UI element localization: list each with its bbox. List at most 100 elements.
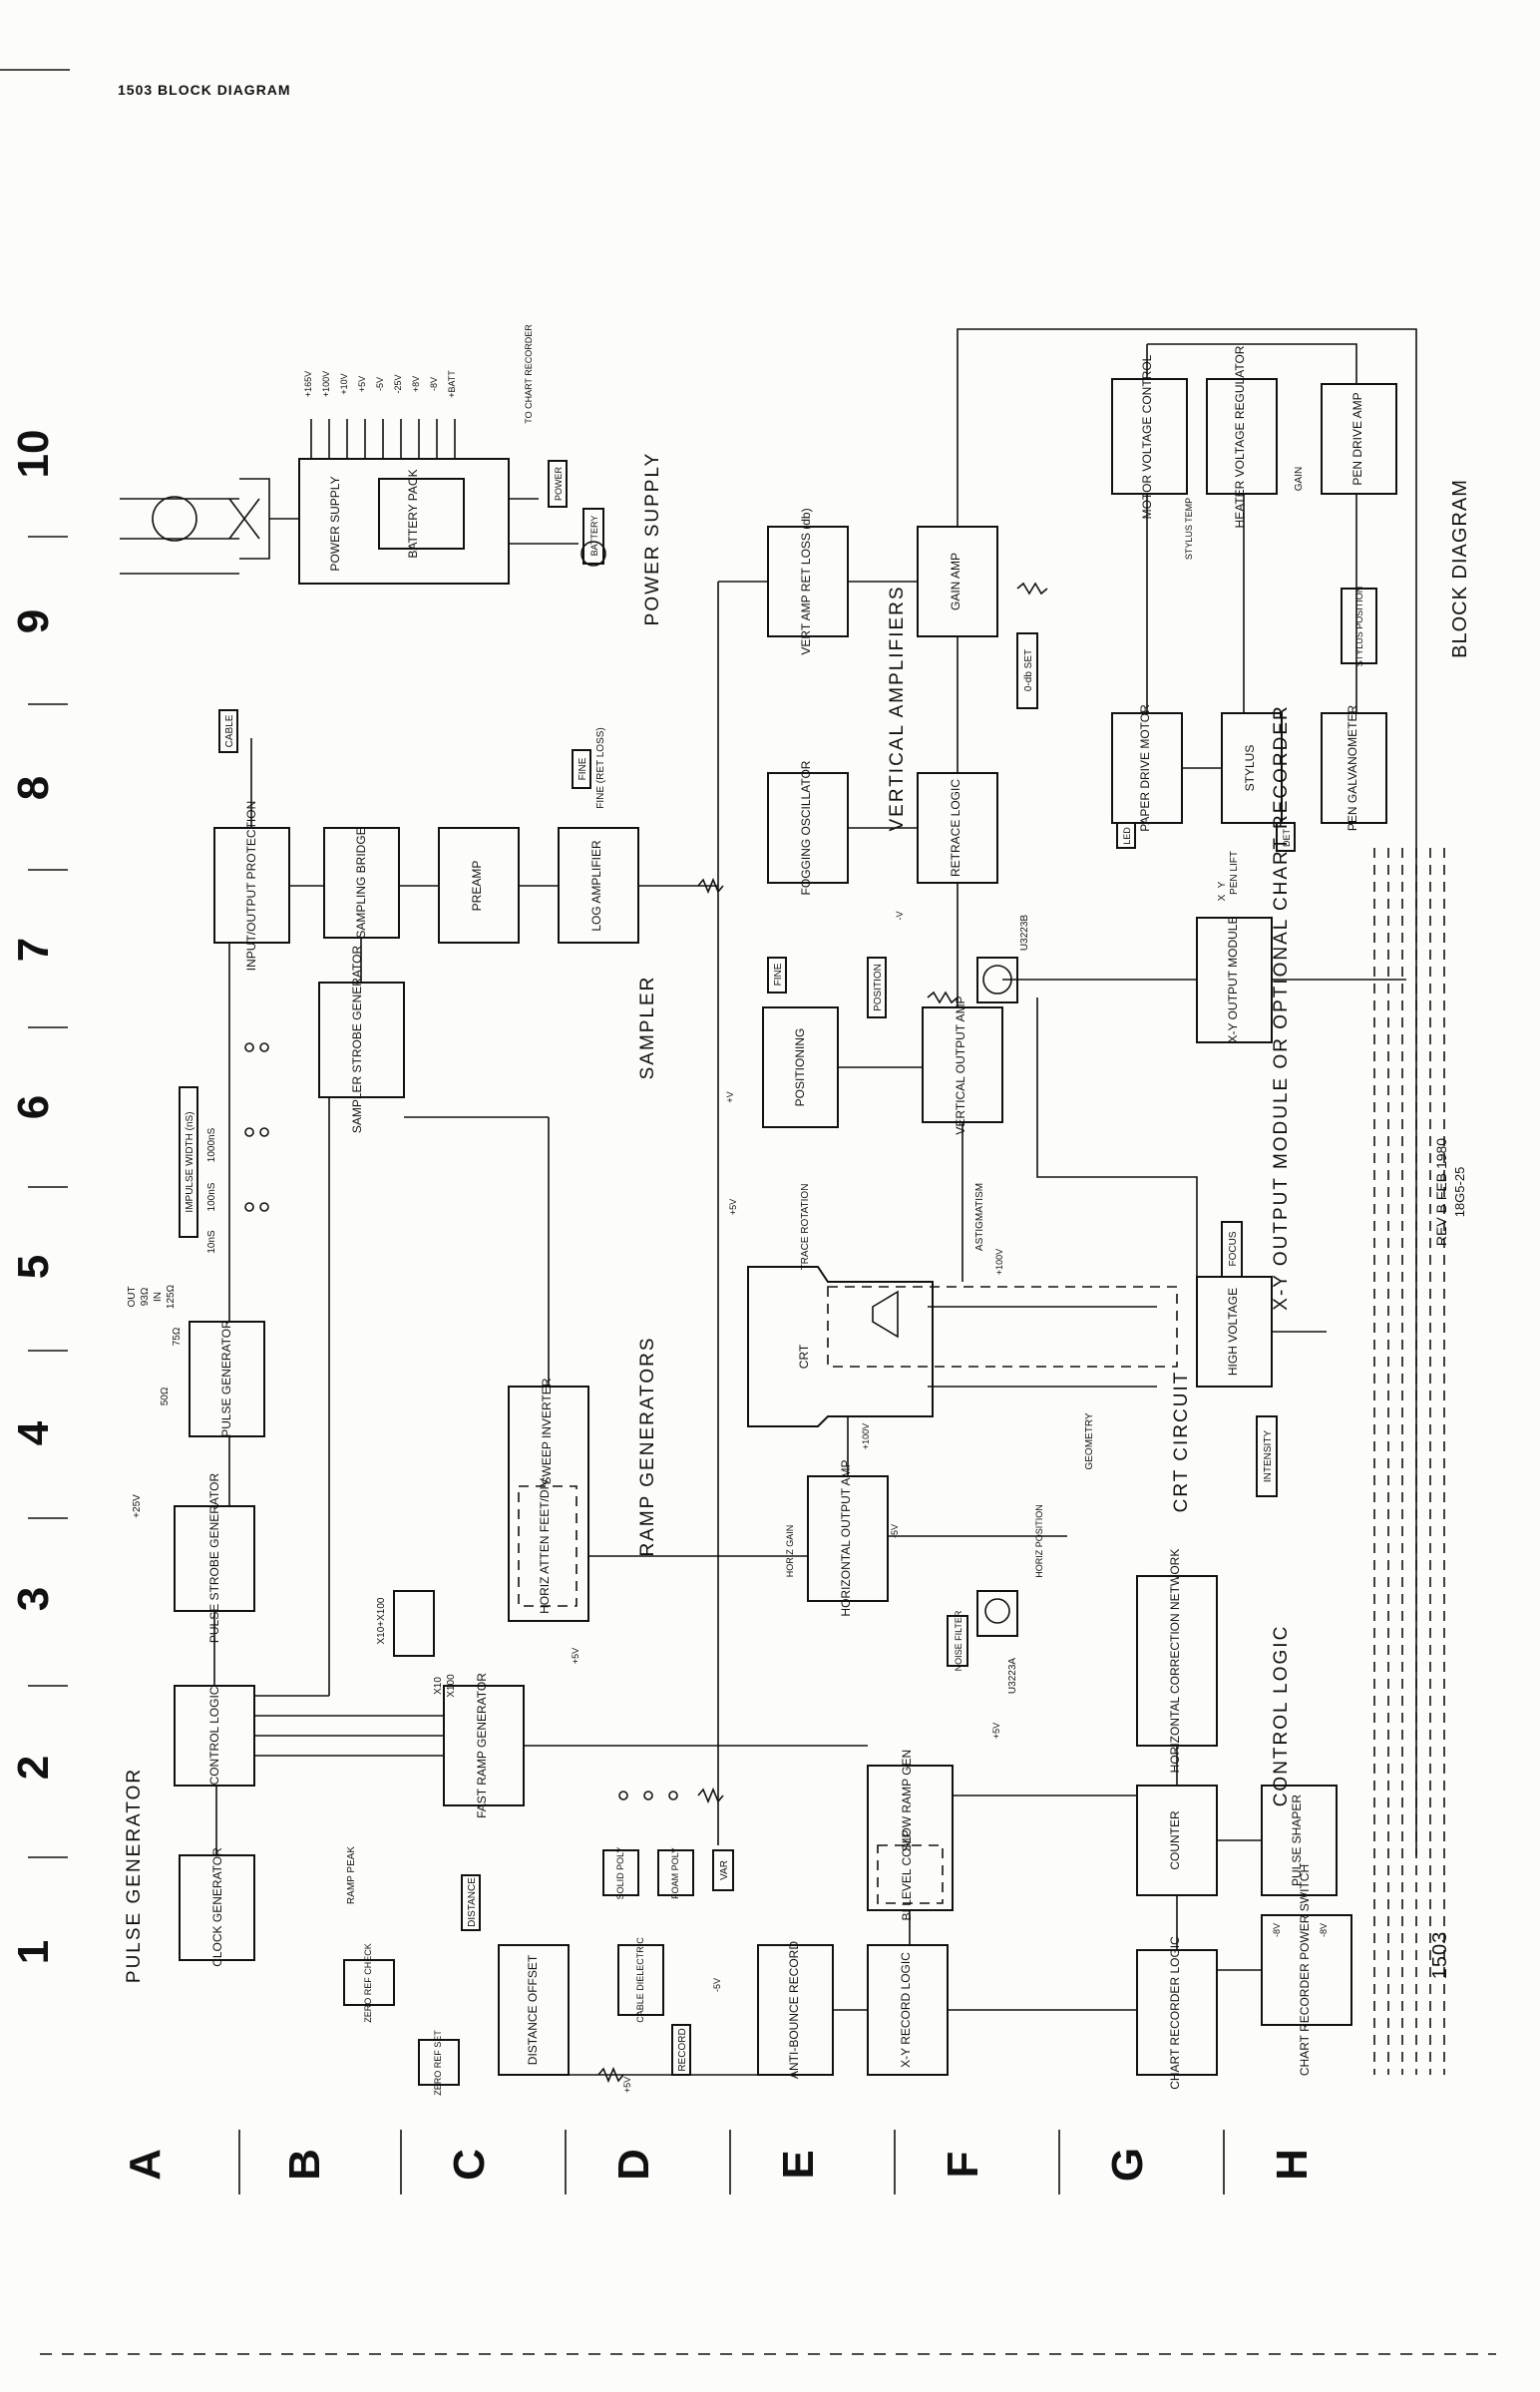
diagram-title: BLOCK DIAGRAM — [1449, 479, 1471, 658]
block-label: HEATER VOLTAGE REGULATOR — [1233, 345, 1247, 528]
section-crt-circuit: CRT CIRCUIT — [1171, 1371, 1192, 1513]
width-10ns: 10nS — [206, 1230, 217, 1254]
ohm50-label: 50Ω — [160, 1387, 171, 1405]
block-horiz-atten — [518, 1485, 578, 1607]
section-xy-output: X-Y OUTPUT MODULE OR OPTIONAL CHART RECO… — [1271, 704, 1292, 1310]
supply-output: -5V — [375, 377, 385, 391]
model-number: 1503 — [1429, 1931, 1451, 1980]
column-label: 8 — [9, 776, 58, 800]
crt-electrode-area — [827, 1286, 1178, 1368]
det-label: DET — [1282, 828, 1292, 847]
supply-output: -25V — [393, 374, 403, 393]
battery-box — [582, 508, 604, 565]
supply-output: +10V — [339, 373, 349, 394]
minus-v-label: -V — [895, 912, 905, 921]
impulse-width-label-box — [179, 1086, 198, 1238]
column-label: 9 — [9, 609, 58, 633]
part-number: 18G5-25 — [1452, 1167, 1467, 1218]
plus25v-label: +25V — [132, 1494, 143, 1518]
supply-output: +165V — [303, 371, 313, 397]
distance-label: DISTANCE — [467, 1877, 478, 1927]
section-power-supply: POWER SUPPLY — [642, 452, 663, 626]
block-label: SWEEP INVERTER — [540, 1378, 554, 1484]
solid-poly-label: SOLID POLY — [615, 1847, 625, 1900]
battery-label: BATTERY — [589, 516, 599, 557]
block-label: LOG AMPLIFIER — [589, 840, 603, 932]
row-label: G — [1103, 2148, 1152, 2182]
block-label: HORIZONTAL OUTPUT AMP — [839, 1459, 853, 1616]
block-label: HIGH VOLTAGE — [1226, 1288, 1240, 1376]
power-box — [548, 460, 568, 508]
block-label: FOGGING OSCILLATOR — [799, 760, 813, 895]
block-label: PEN DRIVE AMP — [1350, 392, 1364, 485]
block-label: CHART RECORDER LOGIC — [1168, 1936, 1182, 2090]
impulse-width-label: IMPULSE WIDTH (nS) — [185, 1111, 195, 1212]
plus5v-label: +5V — [622, 2077, 632, 2093]
crt-label: CRT — [797, 1344, 811, 1369]
var-box — [712, 1849, 734, 1891]
block-label: SAMPLER STROBE GENERATOR — [350, 946, 364, 1134]
block-label: X-Y OUTPUT MODULE — [1226, 917, 1240, 1043]
block-label: HORIZONTAL CORRECTION NETWORK — [1168, 1549, 1182, 1774]
fine-pos-label: FINE — [773, 963, 784, 986]
var-label: VAR — [719, 1860, 730, 1880]
geometry-label: GEOMETRY — [1084, 1412, 1095, 1469]
block-label: SAMPLING BRIDGE — [354, 827, 368, 938]
block-pen-galvanometer — [1321, 712, 1387, 824]
row-label-group: A B C D E F G H — [121, 2130, 1317, 2194]
section-control-logic: CONTROL LOGIC — [1271, 1625, 1292, 1807]
block-label: INPUT/OUTPUT PROTECTION — [244, 801, 258, 971]
ohm93-label: 93Ω — [140, 1287, 151, 1306]
astigmatism-label: ASTIGMATISM — [974, 1183, 985, 1251]
x10x100-label: X10+X100 — [376, 1597, 387, 1644]
cable-dielectric-box — [617, 1944, 664, 2016]
det-box — [1276, 822, 1296, 852]
block-heater-voltage-regulator — [1206, 378, 1278, 495]
plus100v-label: +100V — [861, 1423, 871, 1449]
x100-label: X100 — [446, 1674, 457, 1698]
stylus-temp-label: STYLUS TEMP — [1184, 498, 1194, 560]
pen-lift-label: PEN LIFT — [1229, 851, 1240, 895]
block-label: VERT AMP RET LOSS (db) — [799, 508, 813, 654]
ret-loss-label: FINE (RET LOSS) — [595, 727, 606, 809]
gain-label: GAIN — [1294, 467, 1305, 491]
minus5v-label: -5V — [712, 1978, 722, 1992]
column-label: 3 — [9, 1587, 58, 1611]
section-sampler: SAMPLER — [637, 976, 658, 1080]
minus8v-label: -8V — [1272, 1923, 1282, 1937]
supply-output: -8V — [429, 377, 439, 391]
block-label: PULSE STROBE GENERATOR — [207, 1473, 221, 1644]
column-label: 2 — [9, 1756, 58, 1780]
zero-ref-set-box — [418, 2039, 460, 2086]
solid-poly-box — [602, 1849, 639, 1896]
block-label: PULSE SHAPER — [1290, 1794, 1304, 1886]
block-label: HORIZ ATTEN FEET/DIV — [538, 1478, 552, 1614]
column-label-group: 1 2 3 4 5 6 7 8 9 10 — [9, 430, 68, 1964]
supply-output: +8V — [411, 376, 421, 392]
block-pulse-generator — [189, 1321, 265, 1437]
section-pulse-generator: PULSE GENERATOR — [124, 1768, 145, 1983]
zero-db-set-box — [1016, 632, 1038, 709]
block-label: BATTERY PACK — [406, 469, 420, 558]
zero-ref-check-label: ZERO REF CHECK — [363, 1943, 373, 2023]
cable-dielectric-label: CABLE DIELECTRIC — [635, 1937, 645, 2023]
revision-label: REV B FEB 1980 — [1433, 1138, 1449, 1246]
noise-filter-label: NOISE FILTER — [954, 1610, 963, 1671]
row-label: B — [280, 2149, 329, 2181]
block-label: PULSE GENERATOR — [219, 1320, 233, 1437]
foam-poly-label: FOAM POLY — [670, 1847, 680, 1899]
block-label: STYLUS — [1243, 745, 1257, 792]
block-label: ANTI-BOUNCE RECORD — [787, 1941, 801, 2079]
block-power-supply — [298, 458, 510, 585]
focus-box — [1221, 1221, 1243, 1278]
record-label: RECORD — [677, 2028, 688, 2071]
column-label: 5 — [9, 1255, 58, 1279]
horiz-gain-label: HORIZ GAIN — [785, 1525, 795, 1578]
block-motor-voltage-control — [1111, 378, 1188, 495]
block-label: VERTICAL OUTPUT AMP — [954, 996, 967, 1134]
trace-rotation-label: TRACE ROTATION — [800, 1184, 811, 1271]
block-label: FAST RAMP GENERATOR — [475, 1673, 489, 1818]
width-100ns: 100nS — [206, 1182, 217, 1211]
mains-transformer — [120, 478, 299, 575]
